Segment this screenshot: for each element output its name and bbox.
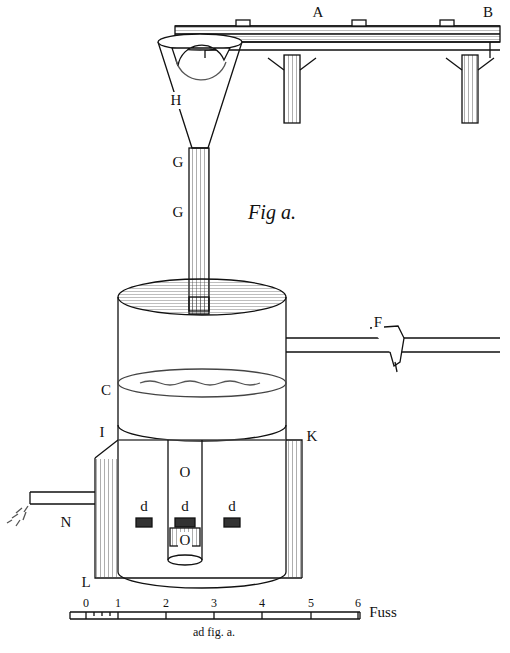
inner-pipe [168,440,202,565]
scale-number: 1 [113,596,123,610]
scale-caption: ad fig. a. [191,625,237,639]
scale-unit: Fuss [367,604,399,621]
part-letter: N [59,514,74,531]
part-letter: I [98,424,107,441]
part-letter: F [372,314,384,331]
outlet-pipe [286,326,500,372]
blocks [136,518,240,527]
scale-number: 4 [257,596,267,610]
scale-number: 3 [209,596,219,610]
part-letter: G [171,154,186,171]
scale-number: 6 [353,596,363,610]
box [95,440,302,578]
vessel [118,279,286,588]
part-letter: L [79,574,92,591]
figure-title: Fig a. [246,201,298,223]
scale-number: 0 [81,596,91,610]
part-letter: O [178,464,193,481]
part-letter: d [179,498,191,515]
scale-number: 5 [306,596,316,610]
scale-number: 2 [161,596,171,610]
scale-bar [70,612,360,619]
part-letter: B [481,4,495,21]
part-letter: H [169,92,184,109]
drain-pipe [7,492,95,526]
part-letter: G [171,204,186,221]
part-letter: C [99,382,113,399]
part-letter: K [305,428,320,445]
part-letter: d [138,498,150,515]
part-letter: O [178,532,193,549]
funnel [158,34,242,148]
part-letter: d [226,498,238,515]
part-letter: A [311,4,326,21]
